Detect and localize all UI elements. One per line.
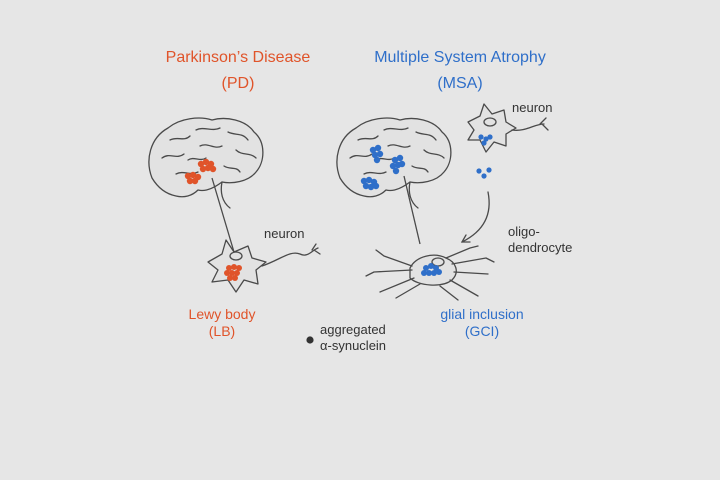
msa-title: Multiple System Atrophy [374, 49, 546, 66]
pd-brain-icon [148, 117, 264, 209]
legend-line1: aggregated [320, 322, 386, 337]
legend-line2: α-synuclein [320, 338, 387, 353]
pd-title: Parkinson’s Disease [165, 49, 311, 66]
msa-neuron-label: neuron [512, 100, 553, 115]
pd-abbr: (PD) [221, 75, 255, 92]
msa-connector-line [403, 175, 421, 245]
dot-icon [306, 336, 314, 344]
pd-neuron-icon [207, 239, 321, 293]
pd-aggregates [184, 158, 242, 281]
msa-neuron-icon [467, 103, 549, 153]
pd-inclusion-label: Lewy body [188, 306, 256, 322]
pd-neuron-label: neuron [264, 226, 305, 241]
oligo-label-line2: dendrocyte [508, 240, 573, 255]
oligo-label-line1: oligo- [508, 224, 540, 239]
msa-inclusion-abbr: (GCI) [464, 323, 500, 339]
arrow-icon [460, 191, 490, 243]
pd-inclusion-abbr: (LB) [208, 323, 236, 339]
pd-connector-line [211, 177, 235, 253]
msa-aggregates [360, 134, 493, 276]
msa-abbr: (MSA) [437, 75, 483, 92]
msa-inclusion-label: glial inclusion [440, 306, 524, 322]
